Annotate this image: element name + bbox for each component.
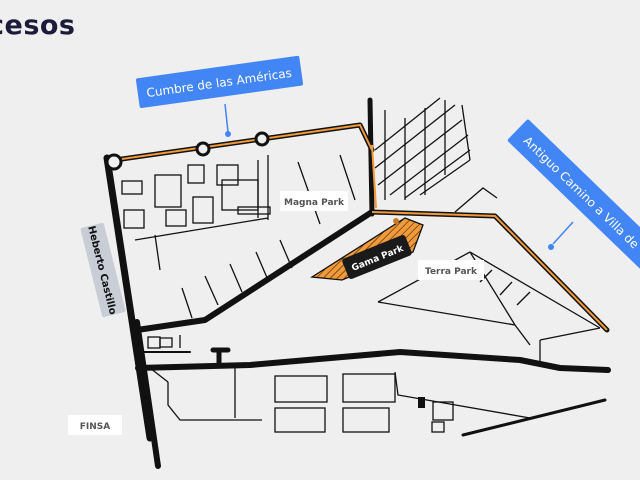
roundabout-middle bbox=[195, 141, 211, 157]
svg-text:FINSA: FINSA bbox=[80, 422, 111, 432]
callout-cumbre: Cumbre de las Américas bbox=[135, 55, 304, 137]
label-terra-park: Terra Park bbox=[418, 260, 484, 280]
buildings bbox=[121, 164, 454, 433]
svg-text:Magna Park: Magna Park bbox=[284, 198, 345, 208]
roundabouts bbox=[105, 131, 270, 171]
page-title: cesos bbox=[0, 10, 76, 41]
roundabout-east bbox=[254, 131, 270, 147]
label-magna-park: Magna Park bbox=[280, 191, 348, 211]
roundabout-west bbox=[105, 153, 123, 171]
gama-park-marker bbox=[393, 218, 399, 224]
svg-text:Terra Park: Terra Park bbox=[425, 267, 478, 277]
road-label-antiguo: Antiguo Camino a Villa de bbox=[520, 134, 640, 252]
black-building-2 bbox=[159, 337, 173, 348]
route-antiguo bbox=[371, 211, 608, 331]
black-building-1 bbox=[418, 397, 425, 408]
label-finsa: FINSA bbox=[68, 415, 122, 435]
